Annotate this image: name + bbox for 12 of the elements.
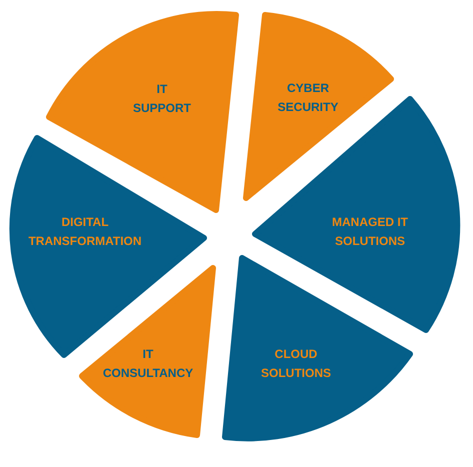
pie-segment	[46, 11, 239, 213]
pie-segment	[243, 12, 394, 201]
pie-segment	[222, 255, 413, 442]
segment-label: MANAGED IT SOLUTIONS	[331, 214, 409, 250]
segment-label: IT CONSULTANCY	[102, 346, 194, 382]
segment-label: CYBER SECURITY	[278, 80, 338, 116]
pie-segment	[79, 265, 216, 438]
segment-label: CLOUD SOLUTIONS	[261, 346, 331, 382]
pie-segment	[9, 135, 207, 358]
segment-label: DIGITAL TRANSFORMATION	[28, 214, 142, 250]
segment-label: IT SUPPORT	[133, 81, 191, 117]
pie-segment	[252, 96, 461, 333]
